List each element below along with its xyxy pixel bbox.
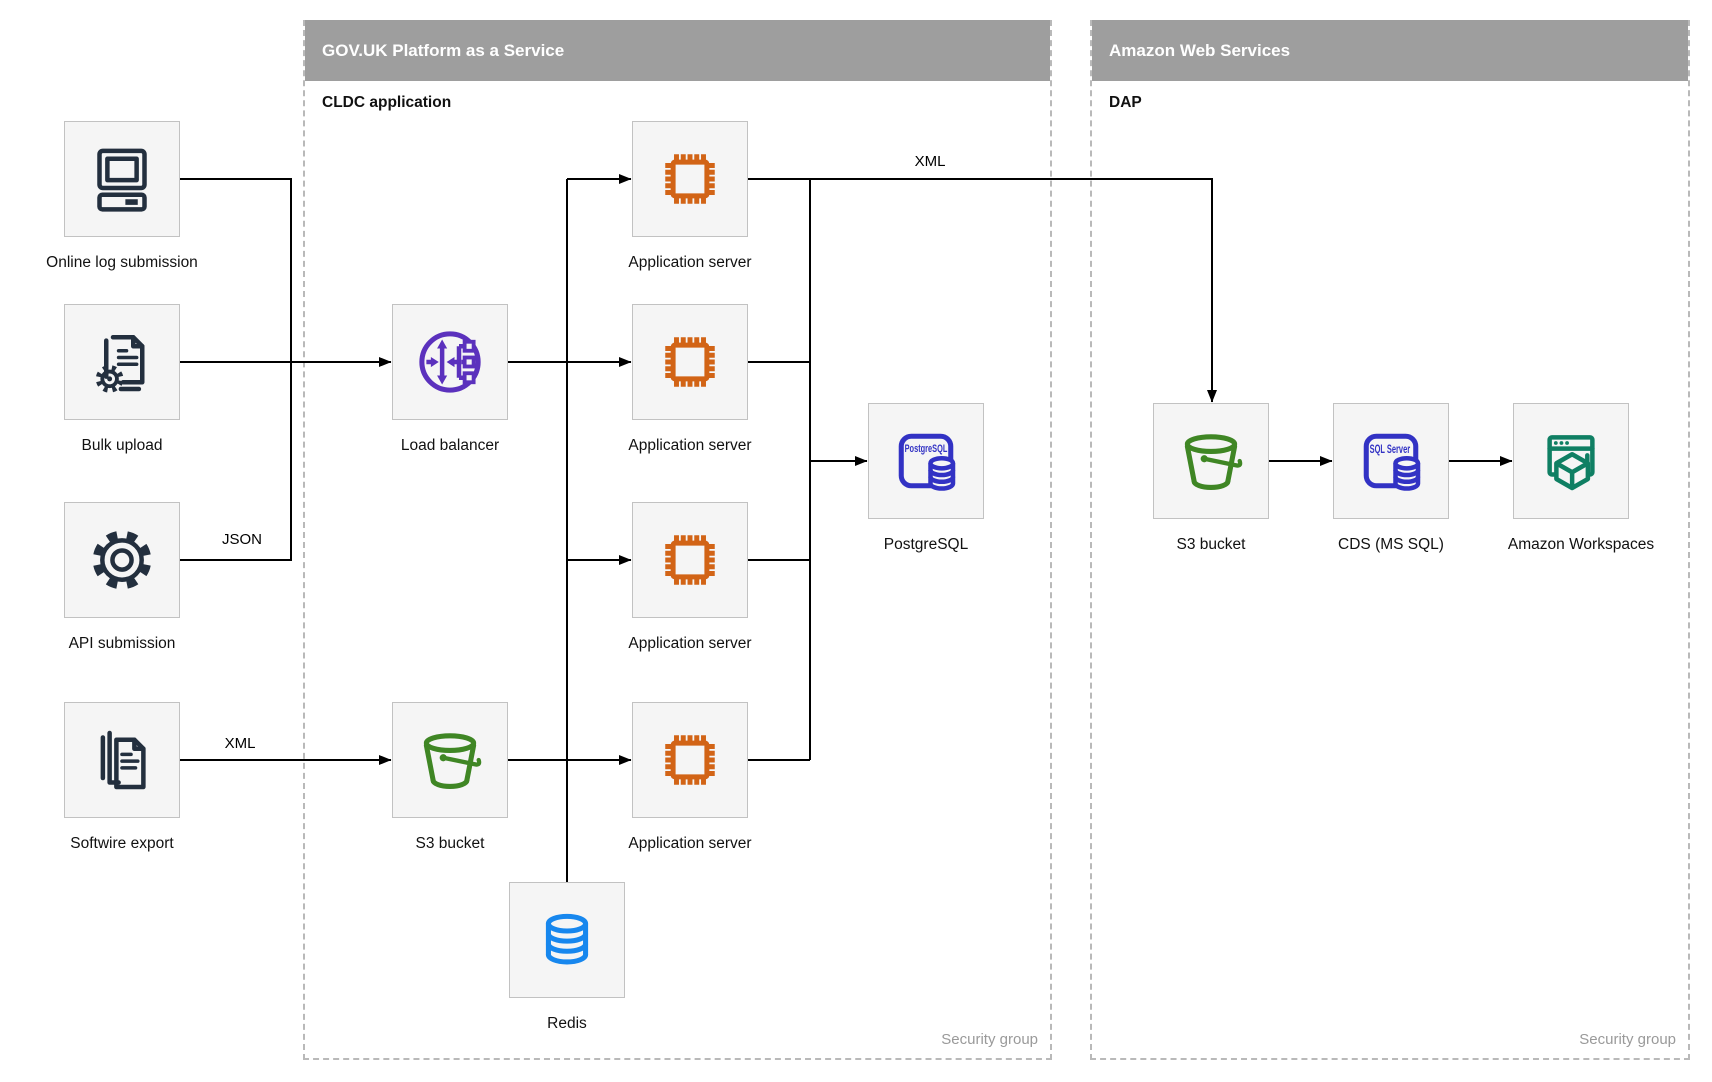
group-govuk-paas-sublabel: CLDC application	[322, 94, 452, 111]
node-label-redis: Redis	[547, 1015, 587, 1032]
node-redis	[509, 882, 625, 998]
node-api-submission	[64, 502, 180, 618]
group-aws-header: Amazon Web Services	[1092, 20, 1688, 81]
sql-server-database-icon: SQL Server	[1363, 433, 1421, 491]
node-application-server-4	[632, 702, 748, 818]
node-label-s3-bucket-paas: S3 bucket	[415, 835, 485, 852]
document-stack-icon	[100, 730, 146, 790]
cpu-chip-icon	[665, 337, 715, 387]
edge-label-xml-to-aws: XML	[914, 153, 946, 170]
node-label-bulk-upload: Bulk upload	[81, 437, 163, 454]
node-s3-bucket-aws	[1153, 403, 1269, 519]
node-label-application-server-2: Application server	[628, 437, 752, 454]
edge-label-json: JSON	[221, 531, 263, 548]
postgresql-icon-text: PostgreSQL	[905, 443, 948, 455]
node-softwire-export	[64, 702, 180, 818]
node-cds-ms-sql: SQL Server	[1333, 403, 1449, 519]
group-aws-security-group-label: Security group	[1579, 1031, 1676, 1048]
node-amazon-workspaces	[1513, 403, 1629, 519]
s3-bucket-icon	[1184, 434, 1243, 490]
node-load-balancer	[392, 304, 508, 420]
cpu-chip-icon	[665, 735, 715, 785]
node-label-softwire-export: Softwire export	[70, 835, 174, 852]
postgresql-database-icon: PostgreSQL	[898, 433, 956, 491]
group-aws-sublabel: DAP	[1109, 94, 1142, 111]
document-gear-icon	[95, 335, 145, 393]
node-label-cds-ms-sql: CDS (MS SQL)	[1338, 536, 1444, 553]
edge-label-xml-softwire: XML	[224, 735, 256, 752]
node-online-log-submission	[64, 121, 180, 237]
node-application-server-3	[632, 502, 748, 618]
node-label-s3-bucket-aws: S3 bucket	[1176, 536, 1246, 553]
node-postgresql: PostgreSQL	[868, 403, 984, 519]
node-label-api-submission: API submission	[68, 635, 176, 652]
node-label-application-server-3: Application server	[628, 635, 752, 652]
edge-online-log-api-merge	[180, 178, 292, 561]
s3-bucket-icon	[423, 733, 482, 789]
node-label-amazon-workspaces: Amazon Workspaces	[1507, 536, 1655, 553]
group-govuk-paas-header: GOV.UK Platform as a Service	[305, 20, 1050, 81]
group-govuk-paas-security-group-label: Security group	[941, 1031, 1038, 1048]
desktop-computer-icon	[97, 148, 147, 212]
cpu-chip-icon	[665, 154, 715, 204]
cpu-chip-icon	[665, 535, 715, 585]
group-amazon-web-services: Amazon Web Services DAP Security group	[1090, 20, 1690, 1060]
node-s3-bucket-paas	[392, 702, 508, 818]
node-label-online-log-submission: Online log submission	[46, 254, 198, 271]
gear-icon	[92, 530, 152, 590]
sql-server-icon-text: SQL Server	[1370, 442, 1411, 456]
node-label-application-server-1: Application server	[628, 254, 752, 271]
node-label-postgresql: PostgreSQL	[883, 536, 969, 553]
group-govuk-paas: GOV.UK Platform as a Service CLDC applic…	[303, 20, 1052, 1060]
amazon-workspaces-icon	[1547, 435, 1595, 491]
node-application-server-1	[632, 121, 748, 237]
database-cylinder-icon	[545, 913, 589, 965]
node-application-server-2	[632, 304, 748, 420]
edge-app-outputs	[748, 361, 810, 761]
node-label-load-balancer: Load balancer	[400, 437, 500, 454]
load-balancer-icon	[419, 331, 481, 393]
edge-to-aws-s3	[748, 178, 1217, 403]
node-bulk-upload	[64, 304, 180, 420]
node-label-application-server-4: Application server	[628, 835, 752, 852]
